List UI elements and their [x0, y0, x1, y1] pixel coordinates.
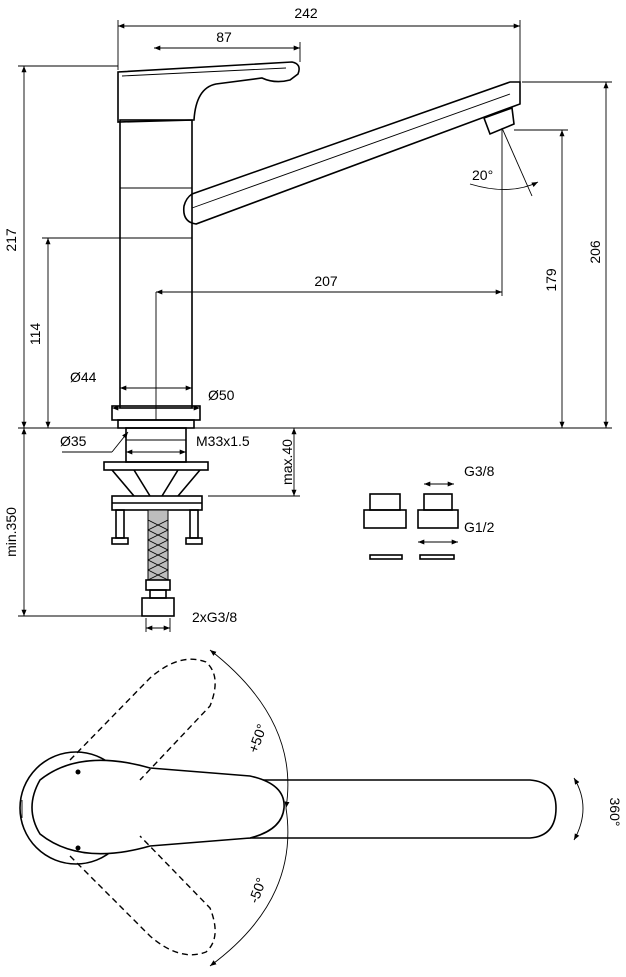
dim-min350: min.350 [3, 507, 19, 557]
lever-rotated-plus [69, 658, 216, 781]
dim-242: 242 [294, 5, 318, 21]
aerator [482, 106, 515, 136]
thread-adapters [363, 493, 459, 560]
spout-360-label: 360° [607, 798, 623, 827]
dim-d35: Ø35 [60, 433, 87, 449]
dim-d50: Ø50 [208, 387, 235, 403]
dim-20-deg: 20° [472, 167, 493, 183]
dim-206: 206 [587, 240, 603, 264]
lever-rotated-minus [69, 835, 216, 956]
dimension-lines [18, 20, 612, 632]
dim-g12: G1/2 [464, 519, 495, 535]
spout-top [120, 779, 557, 839]
seal-left [369, 554, 403, 560]
shank [125, 427, 187, 463]
dim-217: 217 [3, 228, 19, 252]
lever-top [31, 759, 285, 855]
dim-2xg38: 2xG3/8 [192, 609, 237, 625]
hose-nut [141, 597, 175, 617]
rotate-minus-label: -50° [245, 875, 269, 905]
dim-d44: Ø44 [70, 369, 97, 385]
faucet-side-view [103, 61, 521, 617]
dim-87: 87 [216, 29, 232, 45]
adapter-left [369, 493, 401, 511]
adapter-right [423, 493, 453, 511]
faucet-top-view [19, 649, 584, 967]
dim-max40: max.40 [279, 439, 295, 485]
fixing-washer [103, 461, 209, 471]
rotate-plus-label: +50° [245, 722, 270, 755]
seal-right [419, 554, 455, 560]
spout [182, 81, 521, 225]
dim-207: 207 [314, 273, 338, 289]
dim-179: 179 [543, 268, 559, 292]
dim-114: 114 [27, 323, 43, 346]
lever-handle [117, 61, 300, 123]
dim-g38: G3/8 [464, 463, 495, 479]
dim-m33: M33x1.5 [196, 433, 250, 449]
